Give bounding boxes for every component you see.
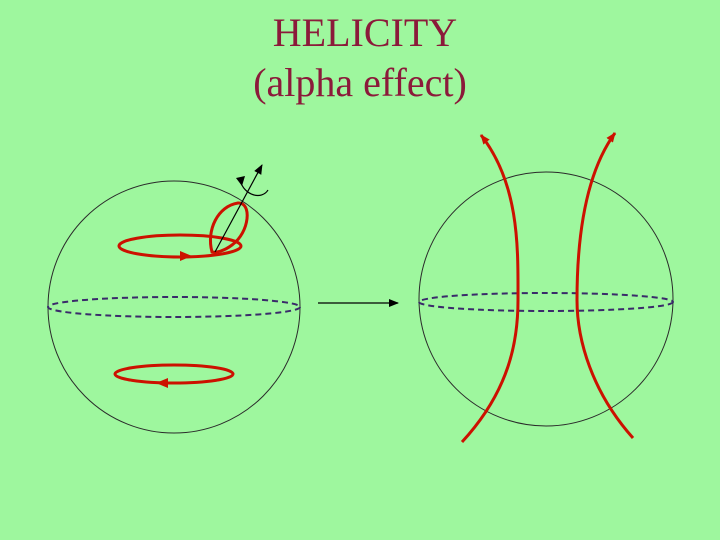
- right-field-line: [575, 132, 635, 439]
- left-sphere-group: [47, 164, 301, 434]
- slide-title: HELICITY (alpha effect): [0, 8, 720, 108]
- rotation-axis-arrow: [214, 164, 263, 253]
- right-sphere-outline: [418, 171, 674, 427]
- rotation-curl-icon: [239, 179, 269, 197]
- lower-field-loop: [113, 363, 235, 385]
- left-field-line: [460, 134, 520, 444]
- lower-loop-arrow-icon: [156, 378, 168, 388]
- right-sphere-equator: [418, 292, 674, 312]
- upper-loop-arrow-icon: [180, 251, 192, 261]
- curl-arrowhead-icon: [236, 176, 245, 186]
- right-sphere-group: [418, 132, 674, 444]
- left-sphere-equator: [47, 296, 301, 318]
- title-subtitle: (alpha effect): [253, 60, 467, 105]
- title-main: HELICITY: [272, 10, 458, 55]
- twisted-field-loop: [209, 201, 249, 254]
- left-sphere-outline: [47, 180, 301, 434]
